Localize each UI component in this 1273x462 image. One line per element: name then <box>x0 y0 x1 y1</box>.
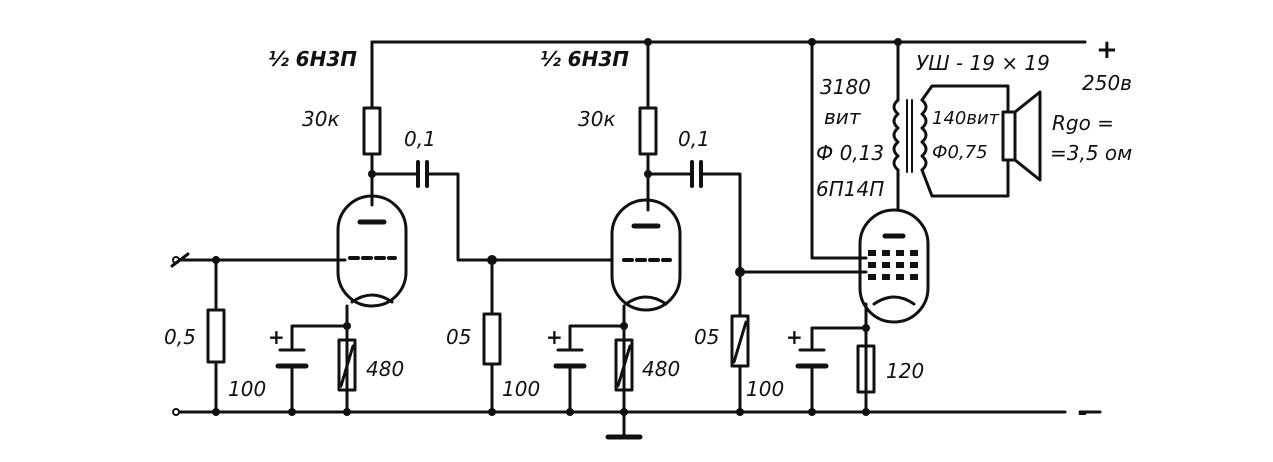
cathode-network-3 <box>795 324 876 414</box>
cap1-label: 100 <box>228 377 266 401</box>
cathode-resistor-1-label: 480 <box>366 357 404 381</box>
output-transformer <box>892 40 1010 212</box>
plate-resistor-2-label: 30к <box>578 107 616 131</box>
supply-minus: - <box>1078 398 1088 426</box>
supply-voltage-label: 250в <box>1082 71 1132 95</box>
coupling-cap-2-label: 0,1 <box>678 127 710 151</box>
primary-turns-label: 3180 <box>820 75 871 99</box>
chassis-ground-icon <box>605 410 643 440</box>
coupling-capacitor-2 <box>646 160 745 277</box>
speaker-impedance-label-1: Rgo = <box>1052 111 1114 135</box>
primary-wire-label: Ф 0,13 <box>816 141 884 165</box>
cathode-resistor-3-label: 120 <box>886 359 924 383</box>
grid-resistor-3-label: 05 <box>694 325 719 349</box>
secondary-wire-label: Ф0,75 <box>932 142 988 163</box>
secondary-turns-label: 140вит <box>932 108 1000 129</box>
grid-resistor-2 <box>482 258 614 414</box>
core-label: УШ - 19 × 19 <box>916 51 1050 75</box>
cap1-plus: + <box>268 325 285 349</box>
tube2-label: ½ 6Н3П <box>540 47 629 71</box>
screen-grid-feed <box>810 40 868 260</box>
grid-resistor-2-label: 05 <box>446 325 471 349</box>
cathode-network-2 <box>553 322 634 414</box>
cap3-plus: + <box>786 325 803 349</box>
output-tube-label: 6П14П <box>816 177 884 201</box>
coupling-cap-1-label: 0,1 <box>404 127 436 151</box>
tube-1-triode <box>336 194 408 414</box>
cap2-label: 100 <box>502 377 540 401</box>
tube1-label: ½ 6Н3П <box>268 47 357 71</box>
cap3-label: 100 <box>746 377 784 401</box>
cathode-resistor-2-label: 480 <box>642 357 680 381</box>
plate-resistor-1-label: 30к <box>302 107 340 131</box>
speaker-impedance-label-2: =3,5 ом <box>1050 141 1132 165</box>
cathode-network-1 <box>275 322 357 414</box>
output-tube-pentode <box>858 208 930 414</box>
speaker-icon <box>1001 90 1042 182</box>
cap2-plus: + <box>546 325 563 349</box>
primary-turns-unit: вит <box>824 105 862 129</box>
input-resistor-label: 0,5 <box>164 325 196 349</box>
plate-resistor-2 <box>638 40 658 212</box>
ground-rail <box>178 408 1102 416</box>
input-resistor <box>206 258 226 414</box>
plate-resistor-1 <box>362 40 382 207</box>
coupling-capacitor-1 <box>370 160 497 265</box>
b-plus-rail <box>370 38 1087 46</box>
grid-resistor-3 <box>730 270 868 414</box>
supply-plus: + <box>1096 35 1118 65</box>
